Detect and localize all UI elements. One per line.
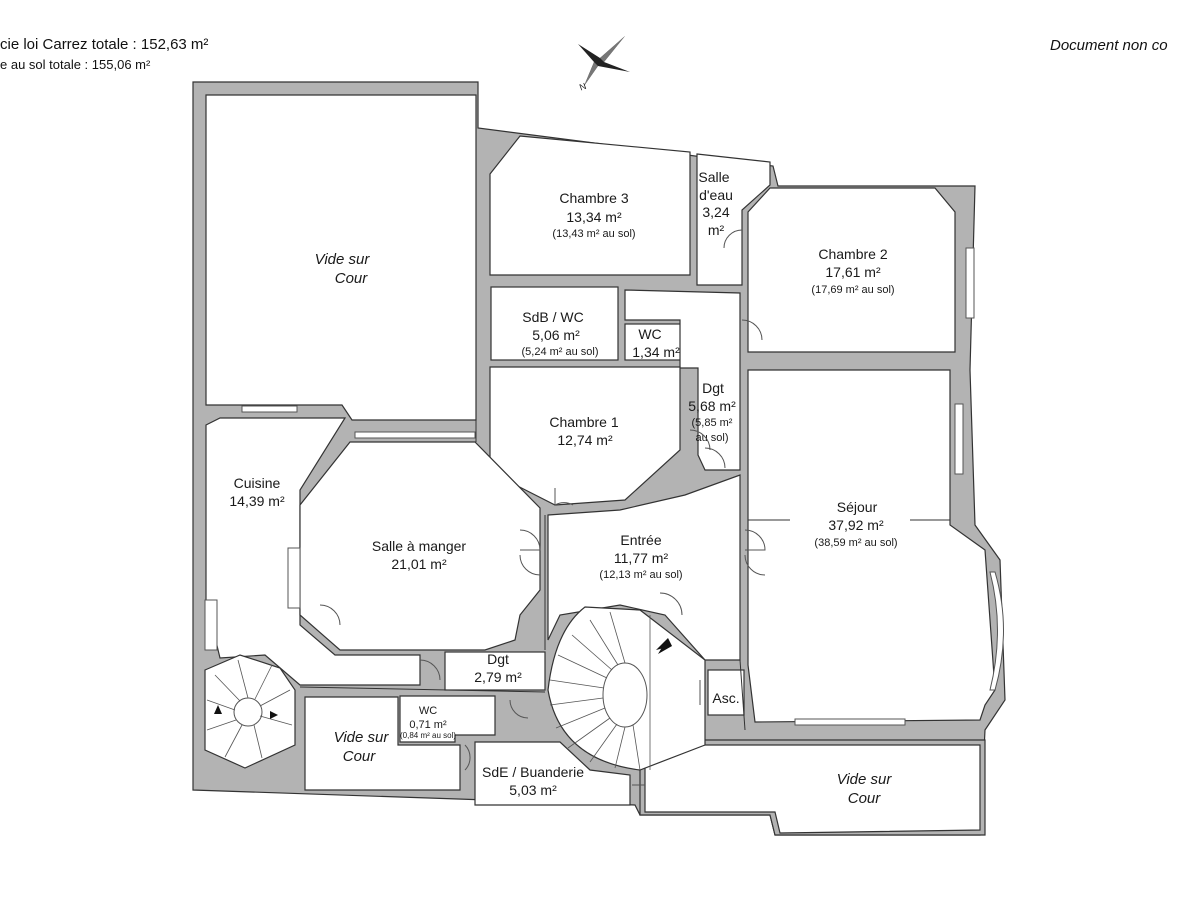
svg-text:Séjour: Séjour	[837, 499, 878, 515]
document-disclaimer: Document non co	[1050, 37, 1168, 54]
room-chambre-1: Chambre 1 12,74 m²	[489, 366, 681, 506]
svg-text:21,01 m²: 21,01 m²	[391, 556, 447, 572]
svg-text:0,71 m²: 0,71 m²	[409, 719, 447, 731]
svg-text:SdB / WC: SdB / WC	[522, 309, 583, 325]
svg-text:Vide sur: Vide sur	[837, 771, 893, 788]
svg-text:au sol): au sol)	[695, 432, 728, 444]
svg-text:(38,59 m² au sol): (38,59 m² au sol)	[814, 537, 897, 549]
svg-text:Chambre 1: Chambre 1	[549, 414, 618, 430]
vide-sur-cour-nw: Vide sur Cour	[205, 94, 477, 421]
svg-text:1,34 m²: 1,34 m²	[632, 344, 680, 360]
room-sejour: Séjour 37,92 m² (38,59 m² au sol)	[747, 369, 1004, 723]
svg-text:(5,24 m² au sol): (5,24 m² au sol)	[521, 346, 598, 358]
svg-text:(13,43 m² au sol): (13,43 m² au sol)	[552, 228, 635, 240]
svg-text:2,79 m²: 2,79 m²	[474, 669, 522, 685]
svg-text:m²: m²	[708, 222, 725, 238]
compass-icon: N	[578, 36, 630, 92]
svg-text:Cour: Cour	[335, 270, 369, 287]
svg-text:12,74 m²: 12,74 m²	[557, 432, 613, 448]
svg-text:(5,85 m²: (5,85 m²	[692, 417, 733, 429]
svg-text:Chambre 3: Chambre 3	[559, 190, 628, 206]
svg-text:14,39 m²: 14,39 m²	[229, 493, 285, 509]
small-stair-arrow-icon	[214, 705, 222, 714]
room-salle-a-manger: Salle à manger 21,01 m²	[299, 441, 541, 651]
windows	[204, 247, 975, 726]
svg-text:Dgt: Dgt	[487, 651, 509, 667]
svg-text:3,24: 3,24	[702, 204, 729, 220]
svg-text:Cour: Cour	[343, 748, 377, 765]
partitions	[299, 420, 950, 731]
total-carrez-area: cie loi Carrez totale : 152,63 m²	[0, 36, 209, 53]
room-salle-d-eau: Salle d'eau 3,24 m²	[696, 153, 771, 286]
svg-text:(0,84 m² au sol): (0,84 m² au sol)	[400, 731, 456, 740]
svg-text:Vide sur: Vide sur	[315, 251, 371, 268]
door-swings	[319, 229, 766, 786]
room-cuisine: Cuisine 14,39 m²	[205, 417, 421, 686]
svg-text:5,03 m²: 5,03 m²	[509, 782, 557, 798]
svg-text:Entrée: Entrée	[620, 532, 661, 548]
svg-text:Asc.: Asc.	[712, 690, 739, 706]
main-staircase	[547, 606, 706, 771]
svg-text:Cuisine: Cuisine	[234, 475, 281, 491]
svg-text:WC: WC	[419, 705, 437, 717]
svg-text:17,61 m²: 17,61 m²	[825, 264, 881, 280]
room-chambre-2: Chambre 2 17,61 m² (17,69 m² au sol)	[747, 187, 956, 353]
svg-text:Salle: Salle	[698, 169, 729, 185]
svg-text:Salle à manger: Salle à manger	[372, 538, 467, 554]
svg-text:(17,69 m² au sol): (17,69 m² au sol)	[811, 284, 894, 296]
svg-text:WC: WC	[638, 326, 661, 342]
svg-text:5,06 m²: 5,06 m²	[532, 327, 580, 343]
room-degagement-bottom: Dgt 2,79 m²	[444, 651, 546, 691]
svg-text:Dgt: Dgt	[702, 380, 724, 396]
room-sdb-wc: SdB / WC 5,06 m² (5,24 m² au sol)	[490, 286, 619, 361]
total-floor-area: e au sol totale : 155,06 m²	[0, 57, 151, 72]
room-chambre-3: Chambre 3 13,34 m² (13,43 m² au sol)	[489, 135, 691, 276]
svg-text:d'eau: d'eau	[699, 187, 733, 203]
svg-text:Chambre 2: Chambre 2	[818, 246, 887, 262]
vide-sur-cour-se: Vide sur Cour	[644, 744, 981, 834]
room-sde-buanderie: SdE / Buanderie 5,03 m²	[474, 741, 631, 806]
svg-text:37,92 m²: 37,92 m²	[828, 517, 884, 533]
room-wc-bottom: WC 0,71 m² (0,84 m² au sol)	[399, 695, 496, 743]
svg-text:5,68 m²: 5,68 m²	[688, 398, 736, 414]
svg-text:13,34 m²: 13,34 m²	[566, 209, 622, 225]
svg-text:11,77 m²: 11,77 m²	[614, 550, 669, 566]
compass-north-label: N	[578, 81, 588, 93]
svg-text:SdE / Buanderie: SdE / Buanderie	[482, 764, 584, 780]
svg-text:Cour: Cour	[848, 790, 882, 807]
svg-text:(12,13 m² au sol): (12,13 m² au sol)	[599, 569, 682, 581]
vide-sur-cour-sw: Vide sur Cour	[304, 696, 461, 791]
svg-text:Vide sur: Vide sur	[334, 729, 390, 746]
room-ascenseur: Asc.	[707, 669, 745, 716]
west-staircase	[204, 654, 296, 769]
